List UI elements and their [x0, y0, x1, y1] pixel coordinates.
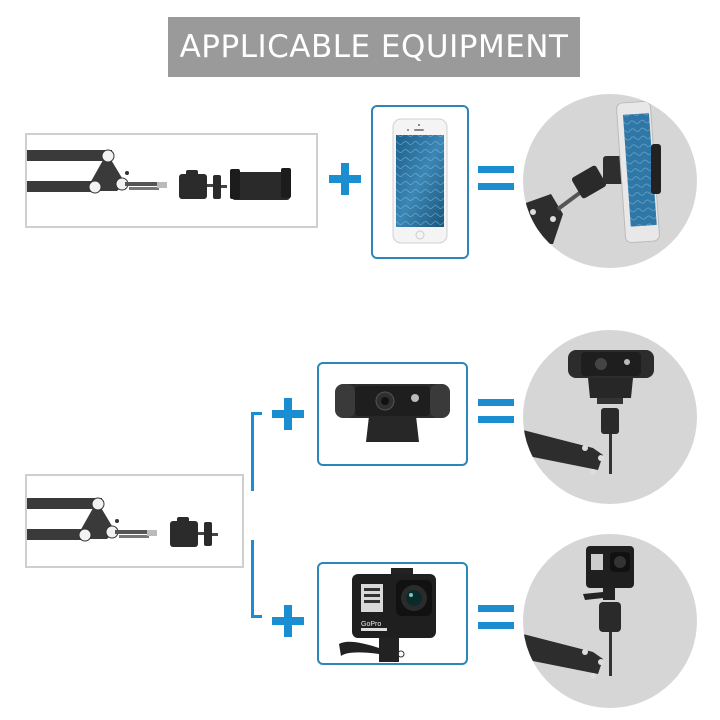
phone-on-arm-icon	[523, 100, 661, 244]
equals-icon	[478, 166, 514, 192]
equals-icon	[478, 399, 514, 425]
plus-icon	[329, 163, 361, 195]
page-title-text: APPLICABLE EQUIPMENT	[179, 29, 569, 65]
connector-tick-bottom	[251, 615, 262, 618]
result-phone-on-arm	[523, 94, 697, 268]
boom-arm-icon	[27, 149, 291, 200]
page-title: APPLICABLE EQUIPMENT	[168, 17, 580, 77]
smartphone-icon	[392, 118, 448, 244]
boom-arm-icon	[27, 497, 218, 547]
plus-icon	[272, 398, 304, 430]
kit-box-ball-head	[25, 474, 244, 568]
result-action-camera-on-arm	[523, 534, 697, 708]
svg-text:GoPro: GoPro	[361, 621, 381, 628]
kit-box-phone	[25, 133, 318, 228]
connector-line-bottom	[251, 540, 254, 618]
device-box-webcam	[317, 362, 468, 466]
plus-icon	[272, 605, 304, 637]
connector-line-top	[251, 412, 254, 491]
action-camera-icon: GoPro	[339, 568, 436, 662]
device-box-smartphone	[371, 105, 469, 259]
equals-icon	[478, 605, 514, 631]
webcam-icon	[335, 384, 450, 442]
result-webcam-on-arm	[523, 330, 697, 504]
connector-tick-top	[251, 412, 262, 415]
webcam-on-arm-icon	[523, 350, 654, 475]
action-camera-on-arm-icon	[523, 546, 634, 679]
device-box-action-camera: GoPro	[317, 562, 468, 665]
